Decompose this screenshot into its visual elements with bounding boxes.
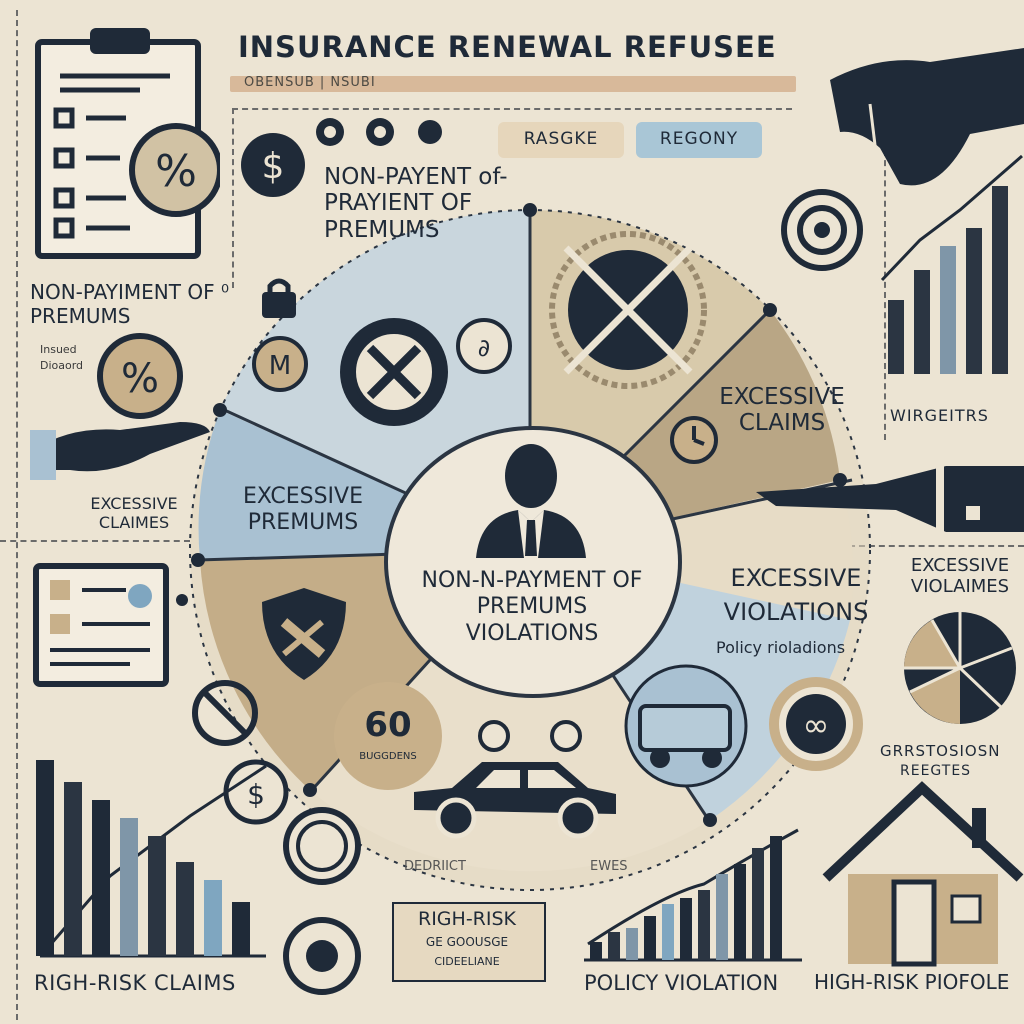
righ-risk-sub: GE GOOUSGE: [425, 935, 509, 949]
chart-caption: DEDRIICT: [404, 859, 466, 874]
label-bottom-left: RIGH-RISK CLAIMS: [34, 971, 236, 995]
divider: [0, 540, 190, 542]
chart-caption: EWES: [590, 859, 628, 874]
dollar-badge-icon: $: [241, 133, 305, 197]
check-badge-icon: [283, 917, 361, 995]
shield-check-icon: ∂: [456, 318, 512, 374]
chart-caption: WIRGEITRS: [890, 406, 989, 425]
righ-risk-title: RIGH-RISK: [418, 908, 516, 930]
left-bar-chart: [36, 760, 267, 958]
person-icon: [476, 444, 586, 558]
pointing-hand-icon: [756, 462, 1024, 534]
subtitle-bar: OBENSUB | NSUBI: [230, 76, 796, 92]
small-icons-row: [316, 118, 442, 146]
label-excessive-claims-right: EXCESSIVE CLAIMS: [719, 384, 845, 437]
x-circle-icon: [340, 318, 448, 426]
hand-icon: [830, 48, 1024, 187]
small-tag: Insued: [40, 343, 77, 356]
clipboard-icon: %: [35, 28, 220, 259]
label-excessive-violaimes: EXCESSIVE VIOLAIMES: [910, 555, 1010, 597]
lock-icon: [262, 278, 296, 318]
bar-chart-icon: [880, 154, 1023, 374]
gear-icon: ∞: [769, 677, 863, 771]
label-policy-violations: Policy rioladions: [716, 638, 846, 657]
pill-regony[interactable]: REGONY: [636, 122, 762, 158]
righ-risk-sub2: CIDEELIANE: [434, 955, 500, 968]
target-icon: [781, 189, 863, 271]
divider: [232, 108, 234, 288]
page-title: INSURANCE RENEWAL REFUSEE: [238, 30, 777, 64]
hand-coin-icon: %: [30, 333, 210, 480]
svg-text:$: $: [247, 778, 265, 811]
sixty-badge: [334, 682, 442, 790]
svg-text:%: %: [155, 146, 197, 197]
svg-text:M: M: [269, 351, 291, 381]
divider: [232, 108, 792, 110]
shield-x-icon: [262, 588, 346, 680]
label-excessive-violations: EXCESSIVE VIOLATIONS: [723, 564, 869, 626]
prohibited-icon: [192, 680, 258, 746]
van-icon: [624, 664, 748, 788]
x-cog-icon: [549, 231, 707, 389]
label-excessive-claims-left: EXCESSIVE CLAIMES: [90, 494, 178, 533]
svg-text:∞: ∞: [803, 706, 830, 744]
small-tag: Dioaord: [40, 359, 84, 372]
pill-rasgke[interactable]: RASGKE: [498, 122, 624, 158]
center-label: NON-N-PAYMENT OF PREMUMS VIOLATIONS: [421, 568, 643, 646]
m-badge-icon: M: [252, 336, 308, 392]
chart-caption: REEGTES: [900, 763, 972, 779]
car-icon: [414, 762, 616, 839]
svg-text:∂: ∂: [478, 334, 490, 362]
label-bottom-right: HIGH-RISK PIOFOLE: [814, 970, 1010, 994]
svg-text:%: %: [121, 356, 159, 402]
house-icon: [822, 781, 1024, 967]
divider: [16, 10, 18, 1020]
clock-icon: [670, 416, 718, 464]
righ-risk-card: [392, 902, 546, 982]
dollar-circle-icon: $: [223, 759, 289, 825]
ring-icon: [283, 807, 361, 885]
svg-text:$: $: [262, 146, 285, 187]
pie-chart-icon: [904, 612, 1016, 724]
bottom-bar-chart: [584, 828, 802, 962]
divider: [884, 150, 886, 440]
label-nonpay-top: NON-PAYENT of-PRAYIENT OF PREMUMS: [324, 164, 508, 243]
label-excessive-premums: EXCESSIVE PREMUMS: [242, 484, 363, 536]
label-bottom-mid: POLICY VIOLATION: [584, 971, 779, 995]
sixty-sub: BUGGDENS: [359, 751, 417, 762]
sixty-value: 60: [364, 705, 412, 745]
subtitle: OBENSUB | NSUBI: [244, 75, 376, 90]
chart-caption: GRRSTOSIOSN: [880, 742, 1001, 760]
small-icons-pair: [478, 720, 582, 752]
label-nonpay-left: NON-PAYIMENT OF ⁰ PREMUMS: [30, 280, 229, 328]
checklist-icon: [33, 563, 169, 687]
